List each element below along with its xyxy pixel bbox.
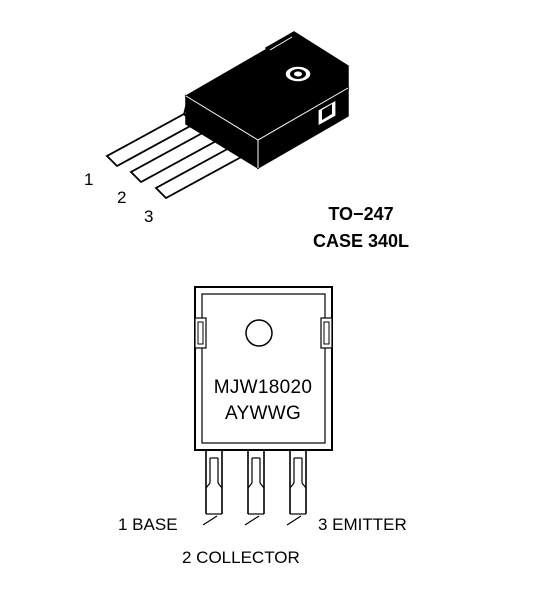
- marking-diagram: MJW18020 AYWWG: [194, 286, 333, 526]
- marking-lead-2: [244, 450, 265, 526]
- package-case: CASE 340L: [313, 231, 409, 251]
- package-3d-view: [105, 31, 350, 200]
- pin-number-2: 2: [117, 188, 126, 207]
- marking-body-inner: [201, 293, 326, 444]
- marking-lead-1: [202, 450, 223, 526]
- pin-label-base: 1 BASE: [118, 515, 178, 534]
- marking-line-2: AYWWG: [225, 403, 301, 424]
- pin-label-collector: 2 COLLECTOR: [182, 548, 300, 567]
- marking-line-1: MJW18020: [214, 377, 313, 398]
- marking-lead-3: [286, 450, 307, 526]
- pin-number-3: 3: [144, 207, 153, 226]
- pin-number-1: 1: [84, 170, 93, 189]
- pin-label-emitter: 3 EMITTER: [318, 515, 407, 534]
- package-name: TO−247: [328, 204, 393, 224]
- mounting-hole: [245, 319, 273, 347]
